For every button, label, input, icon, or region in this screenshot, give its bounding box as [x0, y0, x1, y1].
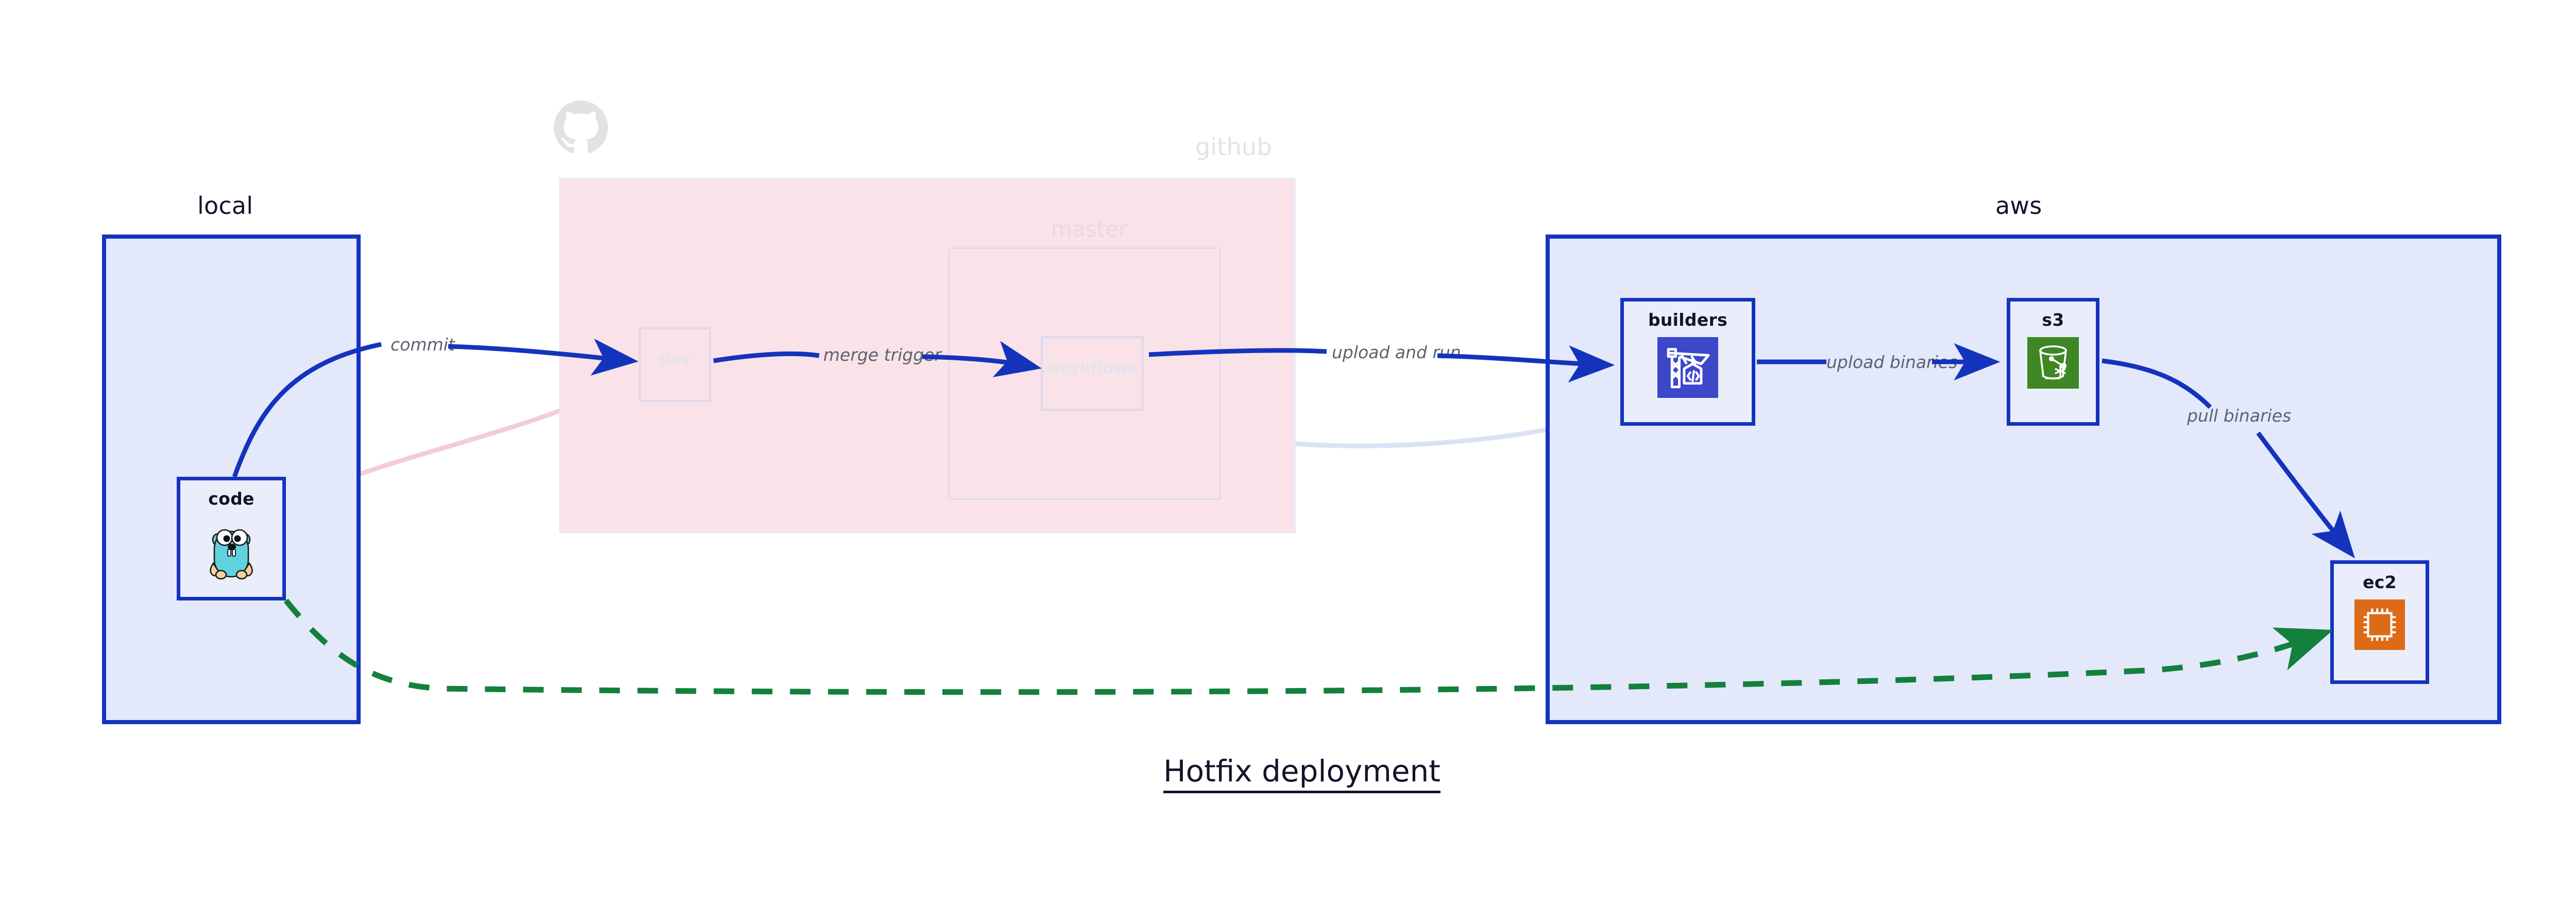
github-octocat-icon: [554, 101, 608, 154]
edge-upload-and-run-label: upload and run: [1332, 342, 1461, 362]
node-ec2-label: ec2: [2363, 572, 2397, 592]
node-workflows-label: workflows: [1047, 360, 1138, 378]
subregion-master: [948, 247, 1221, 500]
node-dev[interactable]: dev: [639, 327, 711, 402]
aws-ec2-chip-icon: [2354, 599, 2405, 650]
go-gopher-icon: [210, 529, 253, 580]
node-s3-label: s3: [2042, 310, 2064, 330]
node-s3[interactable]: s3: [2007, 298, 2099, 426]
node-builders-label: builders: [1648, 310, 1728, 330]
edge-commit-label: commit: [391, 335, 455, 355]
subregion-title-master: master: [1051, 216, 1128, 242]
node-dev-label: dev: [658, 351, 691, 369]
page-title: Hotfix deployment: [0, 754, 2576, 793]
node-builders[interactable]: builders: [1620, 298, 1755, 426]
node-ec2[interactable]: ec2: [2330, 560, 2429, 684]
aws-codebuild-icon: [1657, 337, 1718, 398]
region-title-aws: aws: [1995, 192, 2042, 220]
region-title-local: local: [197, 192, 253, 220]
aws-s3-glacier-icon: [2027, 337, 2079, 389]
region-title-github: github: [1195, 133, 1272, 161]
node-code-label: code: [208, 489, 255, 509]
page-title-text: Hotfix deployment: [1163, 754, 1441, 793]
node-workflows[interactable]: workflows: [1041, 336, 1144, 411]
node-code[interactable]: code: [177, 477, 286, 600]
